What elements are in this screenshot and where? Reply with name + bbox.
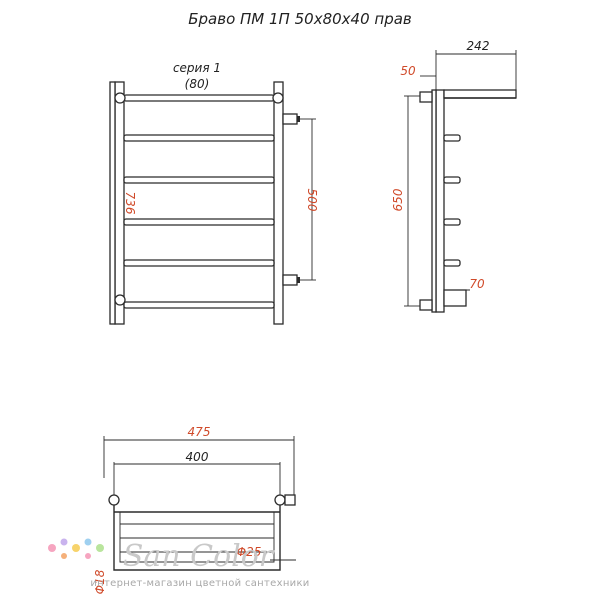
front-view: серия 1 (80) 736 500: [109, 61, 319, 325]
shelf-outline: [113, 505, 281, 571]
pipe-left: [108, 494, 120, 506]
dim-center-distance: 500: [305, 189, 319, 212]
left-upright-outer: [109, 81, 116, 325]
side-upright-wall: [431, 89, 437, 313]
connector-top: [282, 113, 298, 125]
rung: [123, 134, 275, 142]
side-upright: [435, 89, 445, 313]
connector-bottom: [282, 274, 298, 286]
connector-top-view: [284, 494, 296, 506]
rung-stub: [443, 218, 461, 226]
rung-stub: [443, 259, 461, 267]
shelf-top: [443, 89, 517, 99]
bracket-top-right: [272, 92, 284, 104]
rung: [123, 259, 275, 267]
dim-depth-shelf: 242: [467, 39, 490, 53]
rung: [123, 301, 275, 309]
rungs: [123, 94, 275, 309]
drawing-title: Браво ПМ 1П 50х80х40 прав: [188, 10, 412, 28]
dim-height-side: 650: [391, 188, 405, 211]
watermark-dot: [48, 544, 56, 552]
series-code: (80): [185, 77, 210, 91]
side-view: 242 50 650 70: [391, 39, 517, 313]
right-upright: [273, 81, 284, 325]
rung: [123, 218, 275, 226]
dim-diameter-small: Φ18: [93, 569, 107, 594]
rung-stub: [443, 134, 461, 142]
connector-side: [443, 289, 467, 307]
watermark-dot: [84, 538, 92, 546]
mount-bottom: [419, 299, 433, 311]
watermark-dot: [96, 544, 104, 552]
dim-bottom-offset: 70: [469, 277, 485, 291]
watermark-dot: [60, 538, 68, 546]
top-view: 475 400 Φ25 Φ18: [93, 425, 296, 594]
rung: [123, 94, 275, 102]
dim-width-total: 475: [188, 425, 211, 439]
pipe-right: [274, 494, 286, 506]
dim-offset-wall: 50: [400, 64, 416, 78]
watermark-brand: San Color: [123, 539, 275, 574]
watermark: San Color интернет-магазин цветной санте…: [48, 538, 309, 589]
series-label: серия 1: [173, 61, 221, 75]
rung-stub: [443, 176, 461, 184]
dim-height-total: 736: [123, 192, 137, 215]
bracket-top-left: [114, 92, 126, 104]
left-upright: [114, 81, 125, 325]
mount-top: [419, 91, 433, 103]
connector-top-tip: [297, 116, 300, 122]
connector-bottom-tip: [297, 277, 300, 283]
bracket-bottom-left: [114, 294, 126, 306]
watermark-dot: [61, 553, 67, 559]
dim-width-bars: 400: [186, 450, 209, 464]
dim-diameter-pipe: Φ25: [237, 545, 262, 559]
watermark-dot: [72, 544, 80, 552]
watermark-dot: [85, 553, 91, 559]
watermark-subtitle: интернет-магазин цветной сантехники: [90, 578, 309, 589]
shelf-inner: [119, 512, 275, 563]
rung: [123, 176, 275, 184]
